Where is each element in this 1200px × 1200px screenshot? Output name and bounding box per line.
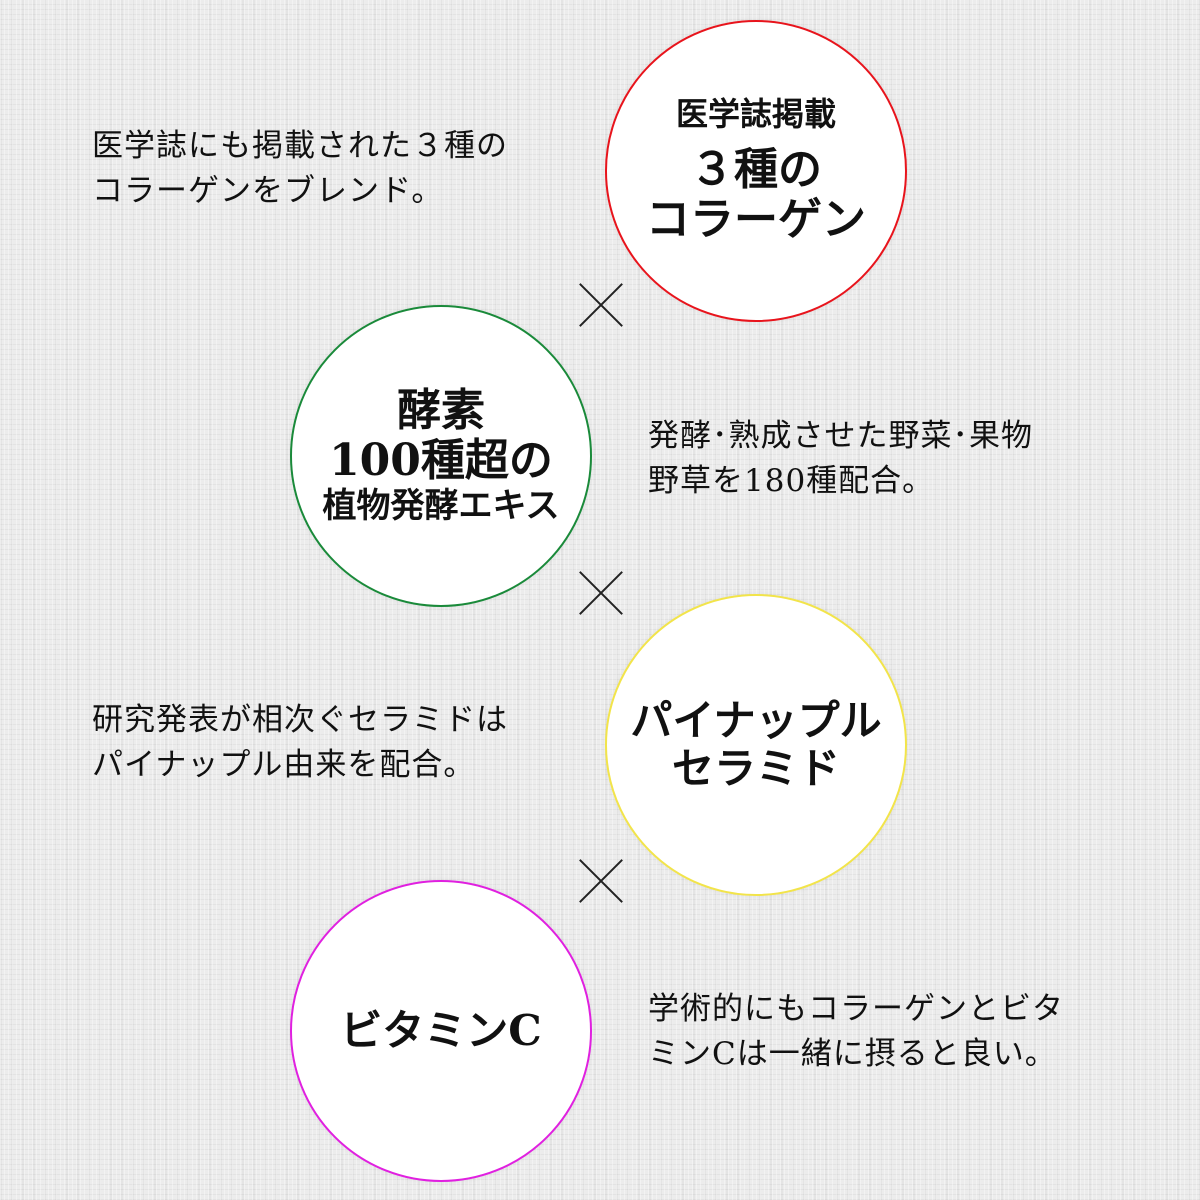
vitamin-c-description-line-1: 学術的にもコラーゲンとビタ	[648, 991, 1064, 1027]
collagen-description-line-1: 医学誌にも掲載された３種の	[92, 128, 508, 164]
collagen-circle-title-line-1: ３種の	[690, 143, 822, 195]
collagen-circle: 医学誌掲載 ３種の コラーゲン	[605, 20, 907, 322]
enzyme-circle: 酵素 100種超の 植物発酵エキス	[290, 305, 592, 607]
vitamin-c-description: 学術的にもコラーゲンとビタ ミンCは一緒に摂ると良い。	[648, 987, 1064, 1077]
enzyme-circle-title-line-1: 酵素	[397, 384, 485, 436]
ceramide-circle-title-line-2: セラミド	[671, 744, 840, 793]
enzyme-description-line-2: 野草を180種配合。	[648, 463, 935, 499]
enzyme-circle-title-line-2: 100種超の	[329, 435, 553, 487]
ceramide-description-line-2: パイナップル由来を配合。	[92, 747, 476, 783]
collagen-circle-heading: 医学誌掲載	[675, 95, 836, 133]
enzyme-description: 発酵･熟成させた野菜･果物 野草を180種配合。	[648, 414, 1033, 504]
collagen-description: 医学誌にも掲載された３種の コラーゲンをブレンド。	[92, 124, 508, 214]
ceramide-circle: パイナップル セラミド	[605, 594, 907, 896]
collagen-description-line-2: コラーゲンをブレンド。	[92, 173, 444, 209]
vitamin-c-circle-title: ビタミンC	[340, 1005, 542, 1055]
vitamin-c-description-line-2: ミンCは一緒に摂ると良い。	[648, 1036, 1057, 1072]
multiply-icon	[578, 858, 624, 904]
enzyme-description-line-1: 発酵･熟成させた野菜･果物	[648, 418, 1033, 454]
vitamin-c-circle: ビタミンC	[290, 880, 592, 1182]
multiply-icon	[578, 282, 624, 328]
ceramide-description: 研究発表が相次ぐセラミドは パイナップル由来を配合。	[92, 698, 508, 788]
ceramide-description-line-1: 研究発表が相次ぐセラミドは	[92, 702, 508, 738]
multiply-icon	[578, 570, 624, 616]
ceramide-circle-title-line-1: パイナップル	[630, 695, 882, 745]
enzyme-circle-title-line-3: 植物発酵エキス	[322, 486, 560, 527]
collagen-circle-title-line-2: コラーゲン	[646, 194, 866, 246]
